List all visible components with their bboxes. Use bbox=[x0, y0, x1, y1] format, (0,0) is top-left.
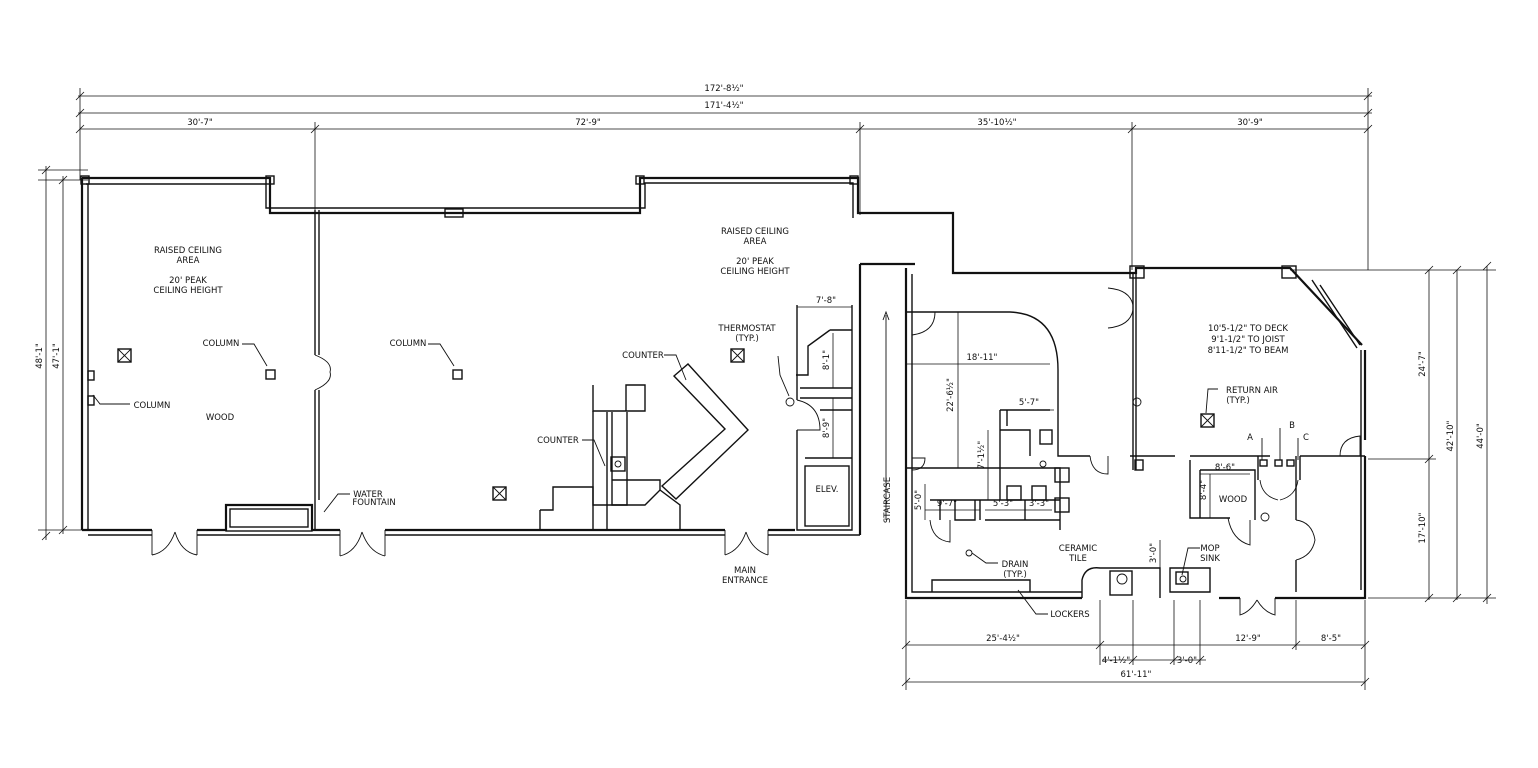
dim-8-6: 8'-6" bbox=[1215, 463, 1235, 473]
return-air-line1: RETURN AIR bbox=[1226, 386, 1278, 396]
dim-bottom-61-11: 61'-11" bbox=[1121, 670, 1152, 680]
deck-line3: 8'11-1/2" TO BEAM bbox=[1208, 346, 1289, 356]
deck-line2: 9'1-1/2" TO JOIST bbox=[1211, 335, 1285, 345]
right-dimensions: 24'-7" 17'-10" 42'-10" 44'-0" bbox=[1290, 261, 1496, 604]
center-peak-line1: 20' PEAK bbox=[736, 257, 774, 267]
column-label-3: COLUMN bbox=[134, 401, 171, 411]
doors bbox=[151, 287, 1361, 616]
dim-5-3: 5'-3" bbox=[993, 499, 1013, 509]
wood-left-label: WOOD bbox=[206, 413, 235, 423]
water-line1: WATER bbox=[353, 490, 383, 500]
dim-3-0-vertical: 3'-0" bbox=[1149, 543, 1159, 563]
label-b: B bbox=[1289, 421, 1295, 431]
left-raised-line1: RAISED CEILING bbox=[154, 246, 222, 256]
center-raised-line2: AREA bbox=[744, 237, 767, 247]
dim-total-outer: 172'-8½" bbox=[704, 84, 743, 94]
callout-labels: COLUMN COLUMN COLUMN THERMOSTAT (TYP.) C… bbox=[134, 324, 1309, 620]
dim-5-7: 5'-7" bbox=[1019, 398, 1039, 408]
dim-bottom-8-5: 8'-5" bbox=[1321, 634, 1341, 644]
dim-seg-1: 30'-7" bbox=[187, 118, 213, 128]
thermostat-line2: (TYP.) bbox=[735, 334, 759, 344]
dim-9-7: 9'-7" bbox=[937, 499, 957, 509]
dim-right-upper: 24'-7" bbox=[1418, 351, 1428, 377]
main-entrance-line1: MAIN bbox=[734, 566, 756, 576]
dim-7-1: 7'-1½" bbox=[977, 441, 987, 469]
left-peak-line1: 20' PEAK bbox=[169, 276, 207, 286]
lockers-label: LOCKERS bbox=[1050, 610, 1089, 620]
dim-8-4: 8'-4" bbox=[1199, 480, 1209, 500]
staircase-label: STAIRCASE bbox=[883, 477, 893, 523]
column-label-2: COLUMN bbox=[390, 339, 427, 349]
dim-right-mid: 42'-10" bbox=[1446, 420, 1456, 451]
dim-bottom-4-1: 4'-1½" bbox=[1102, 656, 1130, 666]
interior-dimensions bbox=[797, 306, 1250, 570]
room-labels: RAISED CEILING AREA 20' PEAK CEILING HEI… bbox=[153, 227, 1288, 564]
elevator-label: ELEV. bbox=[816, 485, 839, 495]
dim-3-3: 3'-3" bbox=[1029, 499, 1049, 509]
dim-bottom-12-9: 12'-9" bbox=[1235, 634, 1261, 644]
dim-22-6: 22'-6½" bbox=[946, 378, 956, 412]
main-entrance-line2: ENTRANCE bbox=[722, 576, 768, 586]
interior-walls bbox=[87, 210, 1365, 598]
dim-7-8: 7'-8" bbox=[816, 296, 836, 306]
left-dimensions: 48'-1" 47'-1" bbox=[35, 165, 88, 541]
return-air-line2: (TYP.) bbox=[1226, 396, 1250, 406]
counter-label-1: COUNTER bbox=[622, 351, 664, 361]
dim-8-9: 8'-9" bbox=[822, 418, 832, 438]
mop-sink-line1: MOP bbox=[1200, 544, 1219, 554]
dim-bottom-3-0: 3'-0" bbox=[1177, 656, 1197, 666]
top-dimensions: 172'-8½" 171'-4½" 30'-7" 72'-9" 35'-10½"… bbox=[75, 84, 1373, 270]
dim-right-lower: 17'-10" bbox=[1418, 512, 1428, 543]
mop-sink-line2: SINK bbox=[1200, 554, 1220, 564]
center-raised-line1: RAISED CEILING bbox=[721, 227, 789, 237]
dim-seg-3: 35'-10½" bbox=[977, 118, 1016, 128]
left-peak-line2: CEILING HEIGHT bbox=[153, 286, 223, 296]
drain-line2: (TYP.) bbox=[1003, 570, 1027, 580]
column-label-1: COLUMN bbox=[203, 339, 240, 349]
center-peak-line2: CEILING HEIGHT bbox=[720, 267, 790, 277]
dim-seg-2: 72'-9" bbox=[575, 118, 601, 128]
dim-18-11: 18'-11" bbox=[967, 353, 998, 363]
drain-line1: DRAIN bbox=[1002, 560, 1029, 570]
dim-5-0: 5'-0" bbox=[914, 490, 924, 510]
thermostats bbox=[785, 397, 1270, 583]
dim-8-1: 8'-1" bbox=[822, 350, 832, 370]
label-a: A bbox=[1247, 433, 1253, 443]
counter-label-2: COUNTER bbox=[537, 436, 579, 446]
dim-total-inner: 171'-4½" bbox=[704, 101, 743, 111]
dim-seg-4: 30'-9" bbox=[1237, 118, 1263, 128]
dim-left-inner: 47'-1" bbox=[52, 343, 62, 369]
dim-bottom-25-4: 25'-4½" bbox=[986, 634, 1020, 644]
deck-line1: 10'5-1/2" TO DECK bbox=[1208, 324, 1288, 334]
bottom-dimensions: 25'-4½" 4'-1½" 3'-0" 12'-9" 8'-5" 61'-11… bbox=[901, 600, 1370, 690]
left-raised-line2: AREA bbox=[177, 256, 200, 266]
water-line2: FOUNTAIN bbox=[352, 498, 395, 508]
exterior-walls bbox=[80, 175, 1367, 600]
ceramic-line2: TILE bbox=[1068, 554, 1087, 564]
wood-right-label: WOOD bbox=[1219, 495, 1248, 505]
dim-right-outer: 44'-0" bbox=[1476, 423, 1486, 449]
dim-left-outer: 48'-1" bbox=[35, 343, 45, 369]
label-c: C bbox=[1303, 433, 1309, 443]
leaders bbox=[92, 310, 1299, 615]
ceramic-line1: CERAMIC bbox=[1059, 544, 1098, 554]
interior-dimension-labels: 7'-8" 8'-1" 8'-9" 18'-11" 22'-6½" 5'-7" … bbox=[816, 296, 1235, 563]
thermostat-line1: THERMOSTAT bbox=[717, 324, 776, 334]
